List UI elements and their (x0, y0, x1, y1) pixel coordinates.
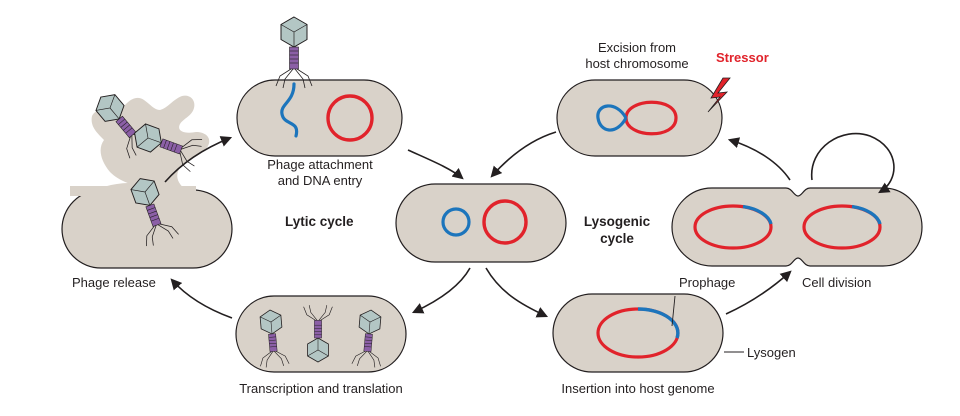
dividing-cell (671, 187, 923, 267)
arrow-icon (811, 132, 895, 194)
phage-attachment-label-line1: Phage attachment (267, 157, 373, 172)
lysogenic-cycle-label-line2: cycle (600, 231, 634, 246)
lytic-cycle-label: Lytic cycle (285, 214, 354, 229)
excision-cell (556, 79, 723, 157)
excision-label-line1: Excision from (597, 40, 677, 55)
central-cell (395, 183, 567, 263)
arrow-icon (725, 270, 792, 315)
prophage-leader-line (671, 295, 676, 327)
stressor-label: Stressor (716, 50, 769, 65)
lysogen-cell (552, 293, 724, 373)
transcription-translation-label: Transcription and translation (239, 381, 403, 396)
excision-label-line2: host chromosome (585, 56, 689, 71)
arrow-icon (727, 137, 791, 181)
lysogen-label: Lysogen (747, 345, 796, 360)
arrow-icon (164, 136, 233, 183)
lysogenic-cycle-label-line1: Lysogenic (583, 214, 651, 229)
arrow-icon (411, 267, 471, 314)
phage-release-label: Phage release (72, 275, 156, 290)
arrow-icon (485, 267, 549, 318)
cell-division-label: Cell division (802, 275, 872, 290)
lightning-bolt-icon (707, 77, 731, 113)
arrow-icon (170, 278, 233, 319)
phage-icon (275, 16, 313, 89)
phage-attachment-cell (236, 79, 403, 157)
insertion-label: Insertion into host genome (561, 381, 715, 396)
arrow-icon (490, 131, 557, 178)
phage-attachment-label-line2: and DNA entry (277, 173, 363, 188)
prophage-label: Prophage (679, 275, 736, 290)
arrow-icon (407, 149, 464, 180)
